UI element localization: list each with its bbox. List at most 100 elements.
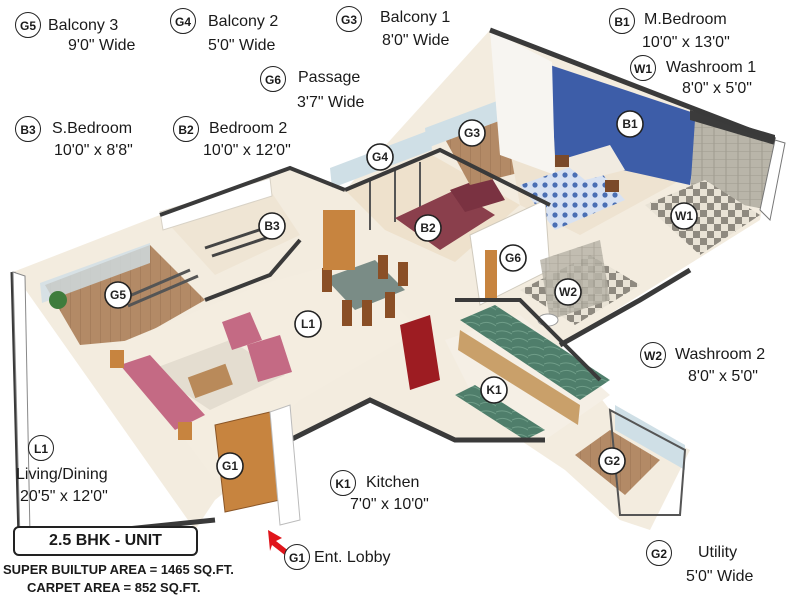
label-b2-name: Bedroom 2	[209, 120, 288, 137]
coffee-table	[187, 363, 233, 399]
in-plan-badge-text: B2	[420, 221, 436, 235]
label-w1-name: Washroom 1	[666, 59, 757, 76]
label-b1-name: M.Bedroom	[644, 11, 727, 28]
badge-g2: G2	[646, 540, 672, 566]
label-b2-size: 10'0" x 12'0"	[203, 142, 291, 159]
sofa	[120, 355, 205, 430]
dining-chair	[398, 262, 408, 286]
label-g1-name: Ent. Lobby	[314, 549, 391, 566]
badge-w2: W2	[640, 342, 666, 368]
dining-chair	[362, 300, 372, 326]
badge-g1: G1	[284, 544, 310, 570]
in-plan-badge-k1: K1	[480, 376, 508, 404]
label-b1-size: 10'0" x 13'0"	[642, 34, 730, 51]
wall	[159, 165, 346, 217]
wall	[344, 147, 551, 207]
in-plan-badge-text: G6	[505, 251, 521, 265]
badge-g3: G3	[336, 6, 362, 32]
in-plan-badge-text: W2	[559, 285, 577, 299]
dining-chair	[322, 268, 332, 292]
wall-right	[690, 110, 775, 145]
label-w2-name: Washroom 2	[675, 346, 766, 363]
fridge	[400, 315, 440, 390]
label-g2-name: Utility	[698, 544, 738, 561]
in-plan-badge-w1: W1	[670, 202, 698, 230]
label-g6-size: 3'7" Wide	[297, 94, 365, 111]
in-plan-badge-g4: G4	[366, 143, 394, 171]
washroom-1-floor	[645, 180, 760, 255]
dining-chair	[342, 300, 352, 326]
label-l1-name: Living/Dining	[16, 466, 108, 483]
label-g6-name: Passage	[298, 69, 361, 86]
badge-g5: G5	[15, 12, 41, 38]
unit-type-box: 2.5 BHK - UNIT	[13, 526, 198, 556]
wall	[558, 267, 692, 348]
label-g4-name: Balcony 2	[208, 13, 279, 30]
label-g5-size: 9'0" Wide	[68, 37, 136, 54]
passage-door	[485, 250, 497, 298]
side-table	[110, 350, 124, 368]
kitchen-counter-2	[455, 385, 545, 440]
side-table	[178, 422, 192, 440]
wall	[455, 298, 602, 382]
label-g3-name: Balcony 1	[380, 9, 451, 26]
kitchen-cabinets	[458, 330, 580, 425]
in-plan-badge-text: K1	[486, 383, 502, 397]
dining-chair	[378, 255, 388, 279]
wall	[204, 238, 302, 302]
in-plan-badge-g5: G5	[104, 281, 132, 309]
m-bedroom-side-wall	[490, 30, 555, 175]
entrance-arrow	[268, 530, 290, 556]
in-plan-badge-g1: G1	[216, 452, 244, 480]
carpet-area: CARPET AREA = 852 SQ.FT.	[27, 580, 201, 595]
badge-b1: B1	[609, 8, 635, 34]
label-k1-size: 7'0" x 10'0"	[350, 496, 429, 513]
dining-door	[323, 210, 355, 270]
armchair	[247, 335, 292, 382]
wall	[489, 27, 776, 143]
label-k1-name: Kitchen	[366, 474, 420, 491]
badge-b3: B3	[15, 116, 41, 142]
label-g3-size: 8'0" Wide	[382, 32, 450, 49]
badge-b2: B2	[173, 116, 199, 142]
label-g4-size: 5'0" Wide	[208, 37, 276, 54]
label-b3-size: 10'0" x 8'8"	[54, 142, 133, 159]
badge-g6: G6	[260, 66, 286, 92]
in-plan-badge-text: B1	[622, 117, 638, 131]
in-plan-badge-l1: L1	[294, 310, 322, 338]
in-plan-badge-b2: B2	[414, 214, 442, 242]
in-plan-badge-g2: G2	[598, 447, 626, 475]
wall	[288, 397, 545, 443]
in-plan-badge-text: B3	[264, 219, 280, 233]
super-builtup-area: SUPER BUILTUP AREA = 1465 SQ.FT.	[3, 562, 234, 577]
badge-l1: L1	[28, 435, 54, 461]
in-plan-badge-b1: B1	[616, 110, 644, 138]
balcony-3-rail	[40, 243, 150, 303]
badge-g4: G4	[170, 8, 196, 34]
in-plan-badge-g3: G3	[458, 119, 486, 147]
badge-k1: K1	[330, 470, 356, 496]
label-w1-size: 8'0" x 5'0"	[682, 80, 752, 97]
armchair	[222, 312, 262, 350]
plant	[49, 291, 67, 309]
wall-right-outer	[759, 139, 786, 222]
label-l1-size: 20'5" x 12'0"	[20, 488, 108, 505]
kitchen-counter	[460, 305, 610, 400]
in-plan-badge-text: L1	[301, 317, 315, 331]
utility-wall	[608, 408, 687, 516]
in-plan-badge-text: G1	[222, 459, 238, 473]
label-w2-size: 8'0" x 5'0"	[688, 368, 758, 385]
in-plan-badge-b3: B3	[258, 212, 286, 240]
label-b3-name: S.Bedroom	[52, 120, 133, 137]
in-plan-badge-text: G4	[372, 150, 388, 164]
nightstand	[555, 155, 569, 167]
wall-front	[269, 404, 301, 526]
nightstand	[605, 180, 619, 192]
in-plan-badge-g6: G6	[499, 244, 527, 272]
in-plan-badge-w2: W2	[554, 278, 582, 306]
label-g2-size: 5'0" Wide	[686, 568, 754, 585]
in-plan-badge-text: G3	[464, 126, 480, 140]
in-plan-badge-text: W1	[675, 209, 693, 223]
